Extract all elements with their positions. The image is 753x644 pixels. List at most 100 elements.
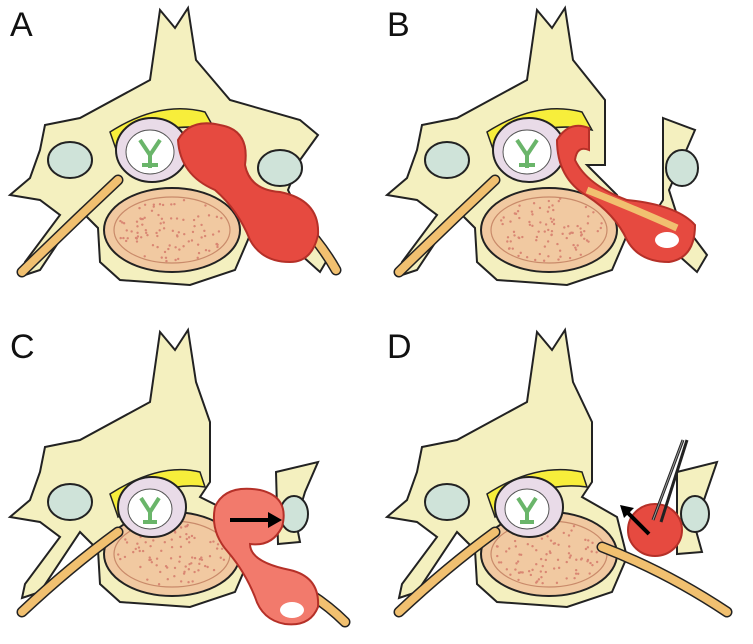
bone-dot [203,234,207,238]
bone-dot [171,229,175,233]
bone-dot [206,565,209,569]
bone-dot [175,217,179,220]
bone-dot [586,222,590,225]
bone-dot [187,568,191,571]
panel-label-b: B [387,6,410,44]
bone-dot [569,554,572,557]
bone-dot [146,578,149,581]
bone-dot [178,555,182,558]
bone-dot [567,552,571,555]
bone-dot [184,565,187,568]
arrow-icon [230,512,282,528]
bone-dot [156,234,159,238]
bone-dot [167,247,170,251]
bone-dot [539,221,542,224]
bone-dot [499,219,503,222]
panel-b: B [377,0,753,322]
bone-dot [583,229,586,233]
tumor-cavity [655,232,679,248]
bone-dot [162,221,165,224]
bone-dot [125,229,128,232]
bone-dot [517,578,520,582]
bone-dot [190,534,194,538]
bone-dot [139,236,143,239]
bone-dot [117,553,120,556]
bone-dot [584,547,588,551]
left-nerve-root [18,176,122,276]
bone-dot [565,560,568,564]
bone-dot [509,220,512,223]
bone-dot [215,547,219,550]
bone-dot [538,252,542,256]
bone-dot [185,537,189,541]
bone-dot [546,535,549,538]
bone-dot [198,558,202,561]
bone-dot [552,218,555,221]
bone-dot [170,545,174,549]
bone-dot [176,235,179,238]
bone-dot [219,556,222,559]
bone-dot [179,580,183,583]
bone-dot [160,256,163,259]
bone-dot [182,245,185,248]
tumor-cavity [280,602,304,618]
bone-dot [179,535,182,539]
bone-dot [519,251,522,255]
bone-dot [157,583,161,586]
bone-dot [589,561,592,565]
bone-dot [174,258,177,262]
bone-dot [208,249,211,253]
bone-dot [557,566,561,570]
vertebra [384,5,709,287]
bone-dot [552,542,555,545]
bone-dot [160,549,163,553]
bone-dot [506,236,510,239]
bone-dot [531,568,534,572]
bone-dot [544,223,548,226]
bone-dot [208,555,212,558]
bone-dot [200,556,203,559]
bone-dot [132,550,135,554]
bone-dot [499,561,503,564]
left-facet [424,483,470,521]
bone-dot [575,558,578,561]
bone-dot [191,230,195,234]
vertebra [384,327,733,618]
bone-dot [600,222,603,225]
bone-dot [511,247,514,250]
vertebra [7,327,351,628]
bone-dot [505,568,509,571]
bone-dot [567,534,571,537]
bone-dot [178,560,181,563]
bone-dot [539,557,543,561]
bone-dot [506,240,509,243]
bone-dot [207,214,211,217]
bone-dot [158,229,161,232]
bone-dot [536,580,539,583]
bone-dot [138,206,141,210]
left-nerve-root [395,176,499,276]
bone-dot [521,571,524,574]
bone-dot [509,573,512,576]
arrow-icon [620,505,651,536]
forceps-icon [651,439,689,523]
bone-dot [193,224,196,228]
vertebral-body-cortex [113,196,231,264]
bone-dot [552,208,555,212]
bone-dot [538,206,542,210]
bone-dot [141,223,144,226]
bone-dot [220,217,223,220]
bone-dot [530,210,534,213]
bone-dot [514,212,518,216]
vertebra-diagram-c [7,327,351,628]
right-nerve-root [585,186,679,232]
bone-dot [587,215,590,218]
bone-dot [149,544,152,548]
bone-dot [557,199,561,203]
bone-dot [596,229,599,233]
bone-dot [182,572,186,575]
bone-dot [541,581,544,585]
bone-dot [515,562,518,565]
bone-dot [141,217,144,221]
bone-dot [547,255,550,258]
